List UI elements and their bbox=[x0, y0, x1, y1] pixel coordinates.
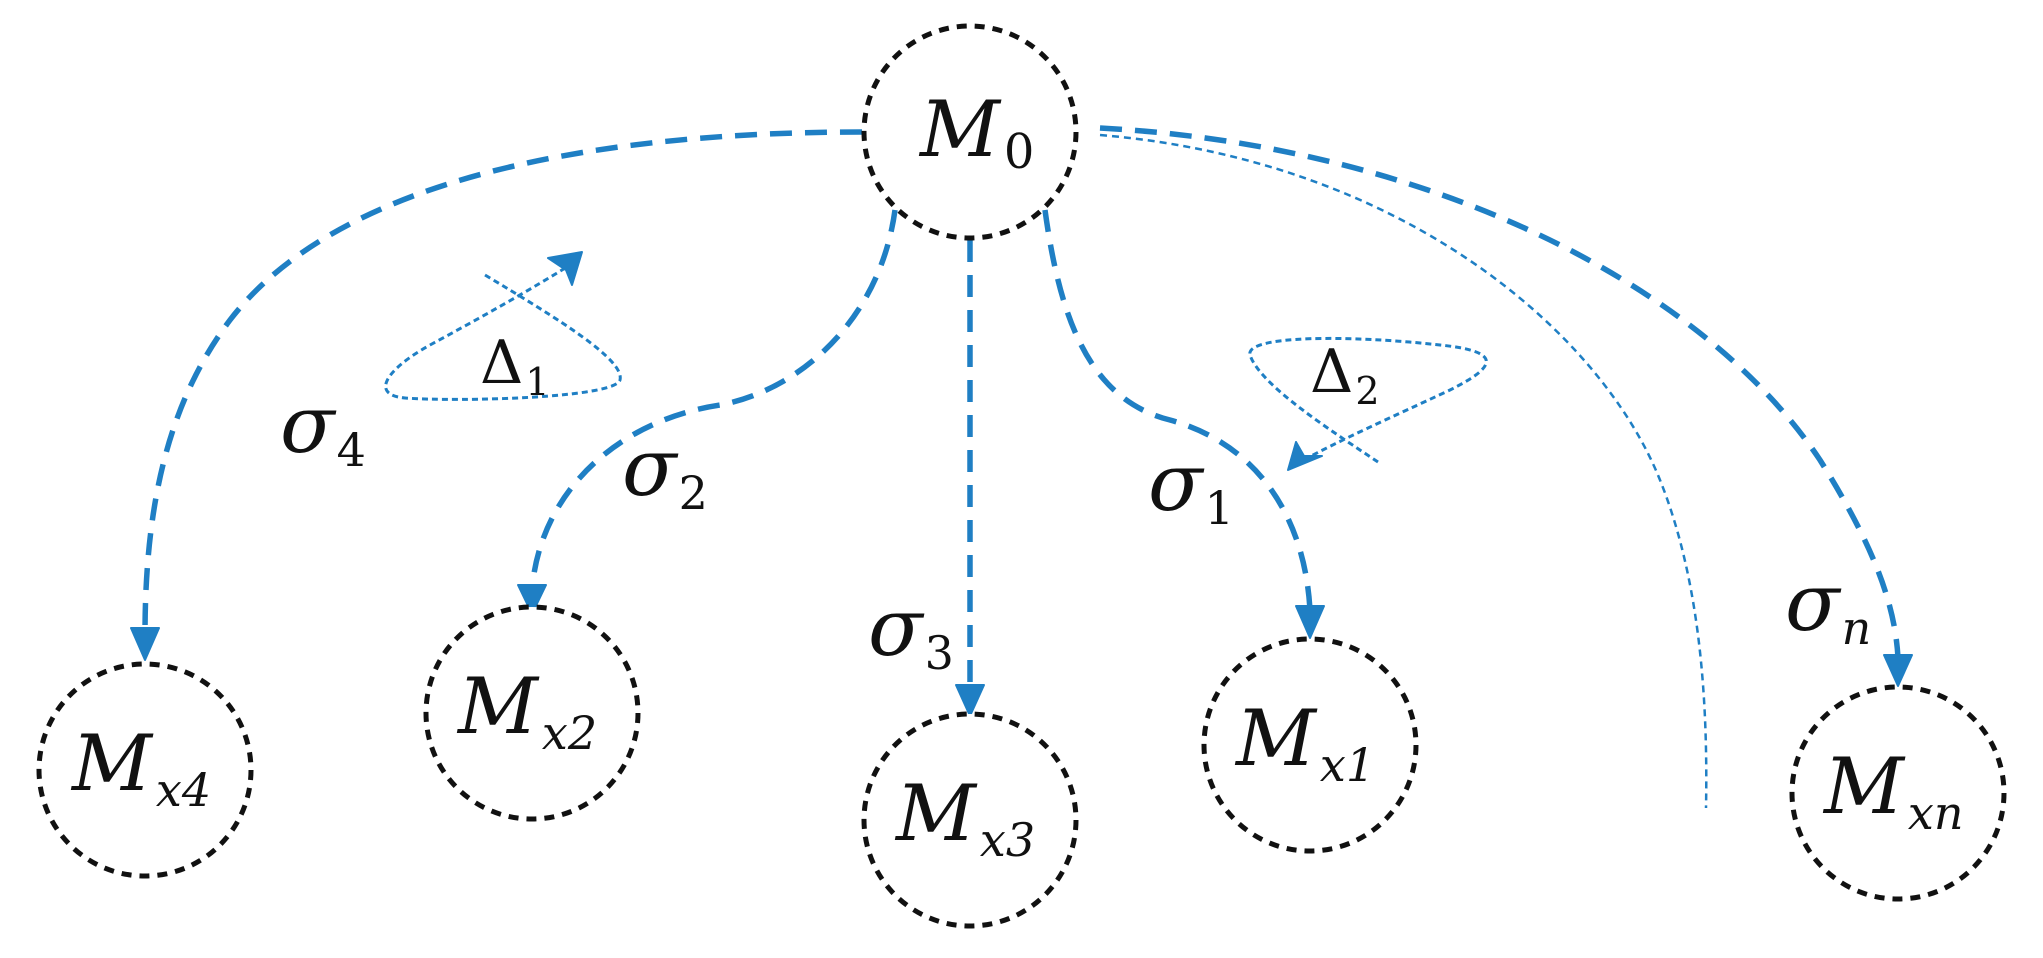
edge-sigma4 bbox=[142, 129, 863, 636]
label-sigma1-sub: 1 bbox=[1205, 481, 1234, 535]
label-sigma3: σ3 bbox=[868, 581, 954, 680]
label-delta2-sub: 2 bbox=[1355, 369, 1379, 413]
label-sigma4-main: σ bbox=[280, 378, 337, 471]
edge-sigman bbox=[1099, 125, 1901, 659]
svg-text:Mx4: Mx4 bbox=[70, 719, 211, 817]
svg-text:M0: M0 bbox=[918, 85, 1034, 180]
label-sigma4: σ4 bbox=[280, 378, 366, 477]
node-mxn-main: M bbox=[1822, 742, 1906, 832]
label-sigma3-main: σ bbox=[868, 581, 925, 674]
label-sigma3-sub: 3 bbox=[925, 626, 954, 680]
arrowhead-mx1 bbox=[1295, 605, 1325, 639]
node-mx2: Mx2 bbox=[423, 604, 641, 822]
arrowhead-mxn bbox=[1883, 654, 1913, 687]
arrowhead-mx2 bbox=[517, 584, 547, 615]
label-sigma1: σ1 bbox=[1148, 436, 1234, 535]
label-sigma2: σ2 bbox=[622, 421, 708, 520]
label-delta1-sub: 1 bbox=[525, 360, 549, 404]
label-delta1: Δ1 bbox=[480, 328, 550, 404]
svg-text:Mxn: Mxn bbox=[1822, 742, 1963, 840]
continuation-arc bbox=[1099, 133, 1708, 809]
node-mx3-main: M bbox=[894, 769, 978, 859]
node-mx1: Mx1 bbox=[1201, 636, 1419, 854]
svg-text:Mx1: Mx1 bbox=[1234, 694, 1375, 792]
label-sigma2-main: σ bbox=[622, 421, 679, 514]
label-sigman: σn bbox=[1785, 556, 1871, 655]
svg-text:Mx2: Mx2 bbox=[456, 662, 597, 760]
node-mx2-main: M bbox=[456, 662, 540, 752]
node-mxn-sub: xn bbox=[1908, 786, 1964, 840]
node-mx3-sub: x3 bbox=[980, 813, 1035, 867]
node-m0-sub: 0 bbox=[1004, 124, 1035, 180]
label-sigman-sub: n bbox=[1842, 601, 1872, 655]
node-m0: M0 bbox=[861, 23, 1079, 241]
node-mxn: Mxn bbox=[1789, 684, 2007, 902]
rotation-loop-delta2 bbox=[1248, 336, 1488, 464]
label-sigma2-sub: 2 bbox=[679, 466, 708, 520]
edge-sigma1 bbox=[1042, 209, 1313, 611]
arrowhead-delta2 bbox=[1287, 441, 1323, 471]
node-mx4-main: M bbox=[70, 719, 154, 809]
node-mx1-main: M bbox=[1234, 694, 1318, 784]
label-delta2-main: Δ bbox=[1310, 337, 1353, 407]
label-sigma4-sub: 4 bbox=[337, 423, 366, 477]
rotation-loop-delta1 bbox=[384, 260, 622, 401]
node-mx4: Mx4 bbox=[36, 661, 254, 879]
svg-text:Mx3: Mx3 bbox=[894, 769, 1035, 867]
label-delta1-main: Δ bbox=[480, 328, 523, 398]
label-sigma1-main: σ bbox=[1148, 436, 1205, 529]
node-mx2-sub: x2 bbox=[542, 706, 597, 760]
arrowhead-mx4 bbox=[130, 627, 160, 661]
node-mx3: Mx3 bbox=[861, 711, 1079, 929]
label-delta2: Δ2 bbox=[1310, 337, 1380, 413]
arrowhead-delta1 bbox=[547, 251, 583, 286]
node-m0-main: M bbox=[918, 85, 1002, 175]
label-sigman-main: σ bbox=[1785, 556, 1842, 649]
arrowhead-mx3 bbox=[955, 684, 985, 717]
node-mx1-sub: x1 bbox=[1320, 738, 1375, 792]
node-mx4-sub: x4 bbox=[156, 763, 211, 817]
edge-sigma2 bbox=[529, 209, 898, 591]
